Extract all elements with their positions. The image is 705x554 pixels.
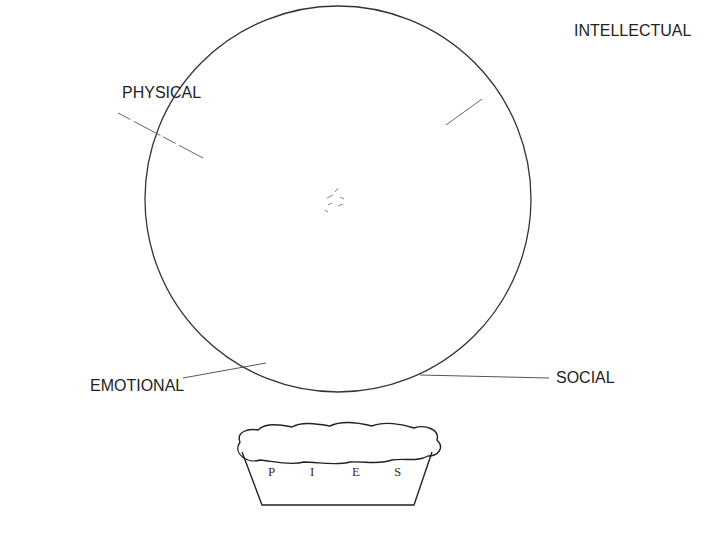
pie-letter: P bbox=[268, 465, 275, 479]
region-label: PHYSICAL bbox=[122, 84, 201, 102]
pie-letter: I bbox=[310, 465, 314, 479]
whole-person-circle bbox=[145, 6, 531, 392]
leader-line bbox=[118, 113, 203, 158]
leader-line bbox=[446, 99, 482, 125]
region-label: INTELLECTUAL bbox=[574, 22, 691, 40]
leader-line bbox=[420, 375, 549, 378]
pie-tin bbox=[238, 423, 441, 505]
region-label: EMOTIONAL bbox=[90, 377, 184, 395]
pie-letter: E bbox=[352, 465, 360, 479]
leader-line bbox=[183, 363, 266, 378]
pie-letter: S bbox=[394, 465, 401, 479]
region-label: SOCIAL bbox=[556, 369, 615, 387]
center-mark bbox=[325, 188, 344, 212]
